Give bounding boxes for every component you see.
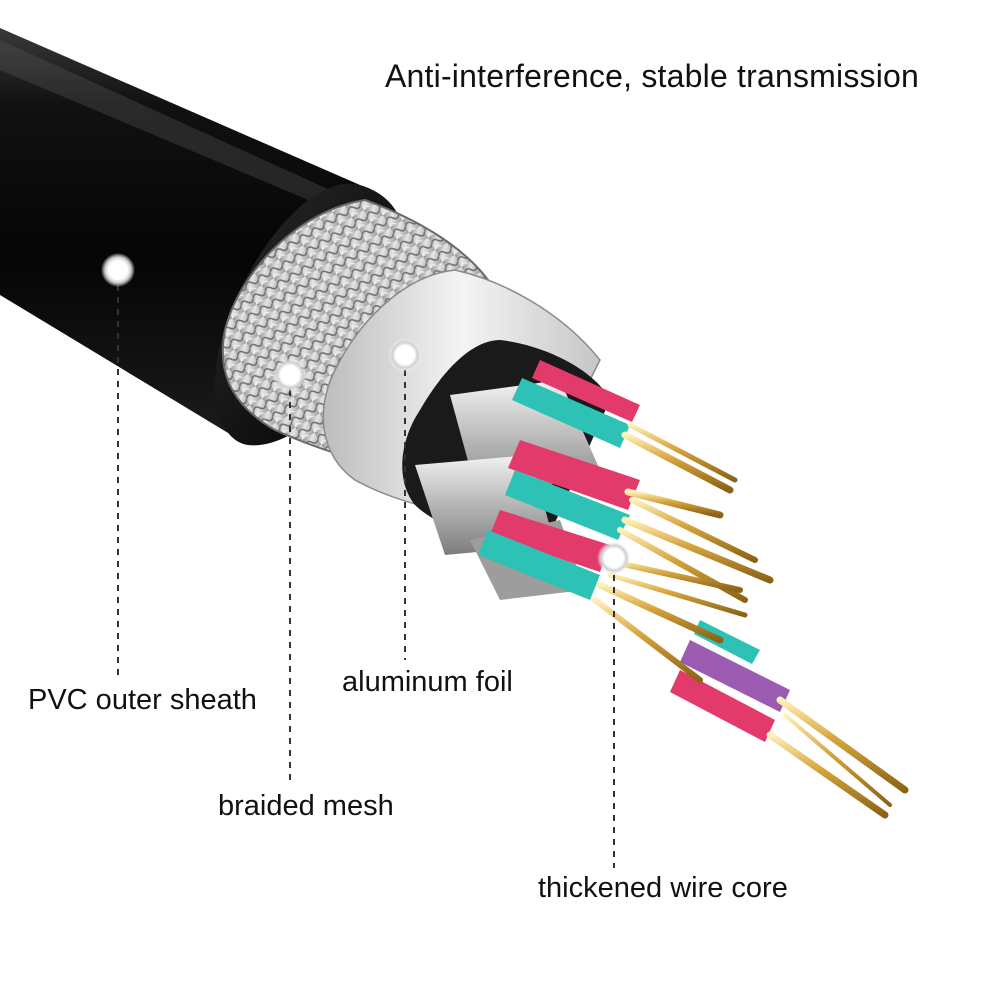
label-braided-mesh: braided mesh [218, 790, 394, 822]
headline-text: Anti-interference, stable transmission [385, 58, 920, 94]
callout-lines [117, 285, 615, 868]
pvc-sheath-highlight [0, 40, 330, 205]
gold-conductors [592, 422, 909, 819]
label-pvc-outer-sheath: PVC outer sheath [28, 684, 257, 716]
label-thickened-wire-core: thickened wire core [538, 872, 788, 904]
callout-markers [101, 253, 631, 575]
insulated-conductors [478, 360, 790, 742]
label-aluminum-foil: aluminum foil [342, 666, 513, 698]
